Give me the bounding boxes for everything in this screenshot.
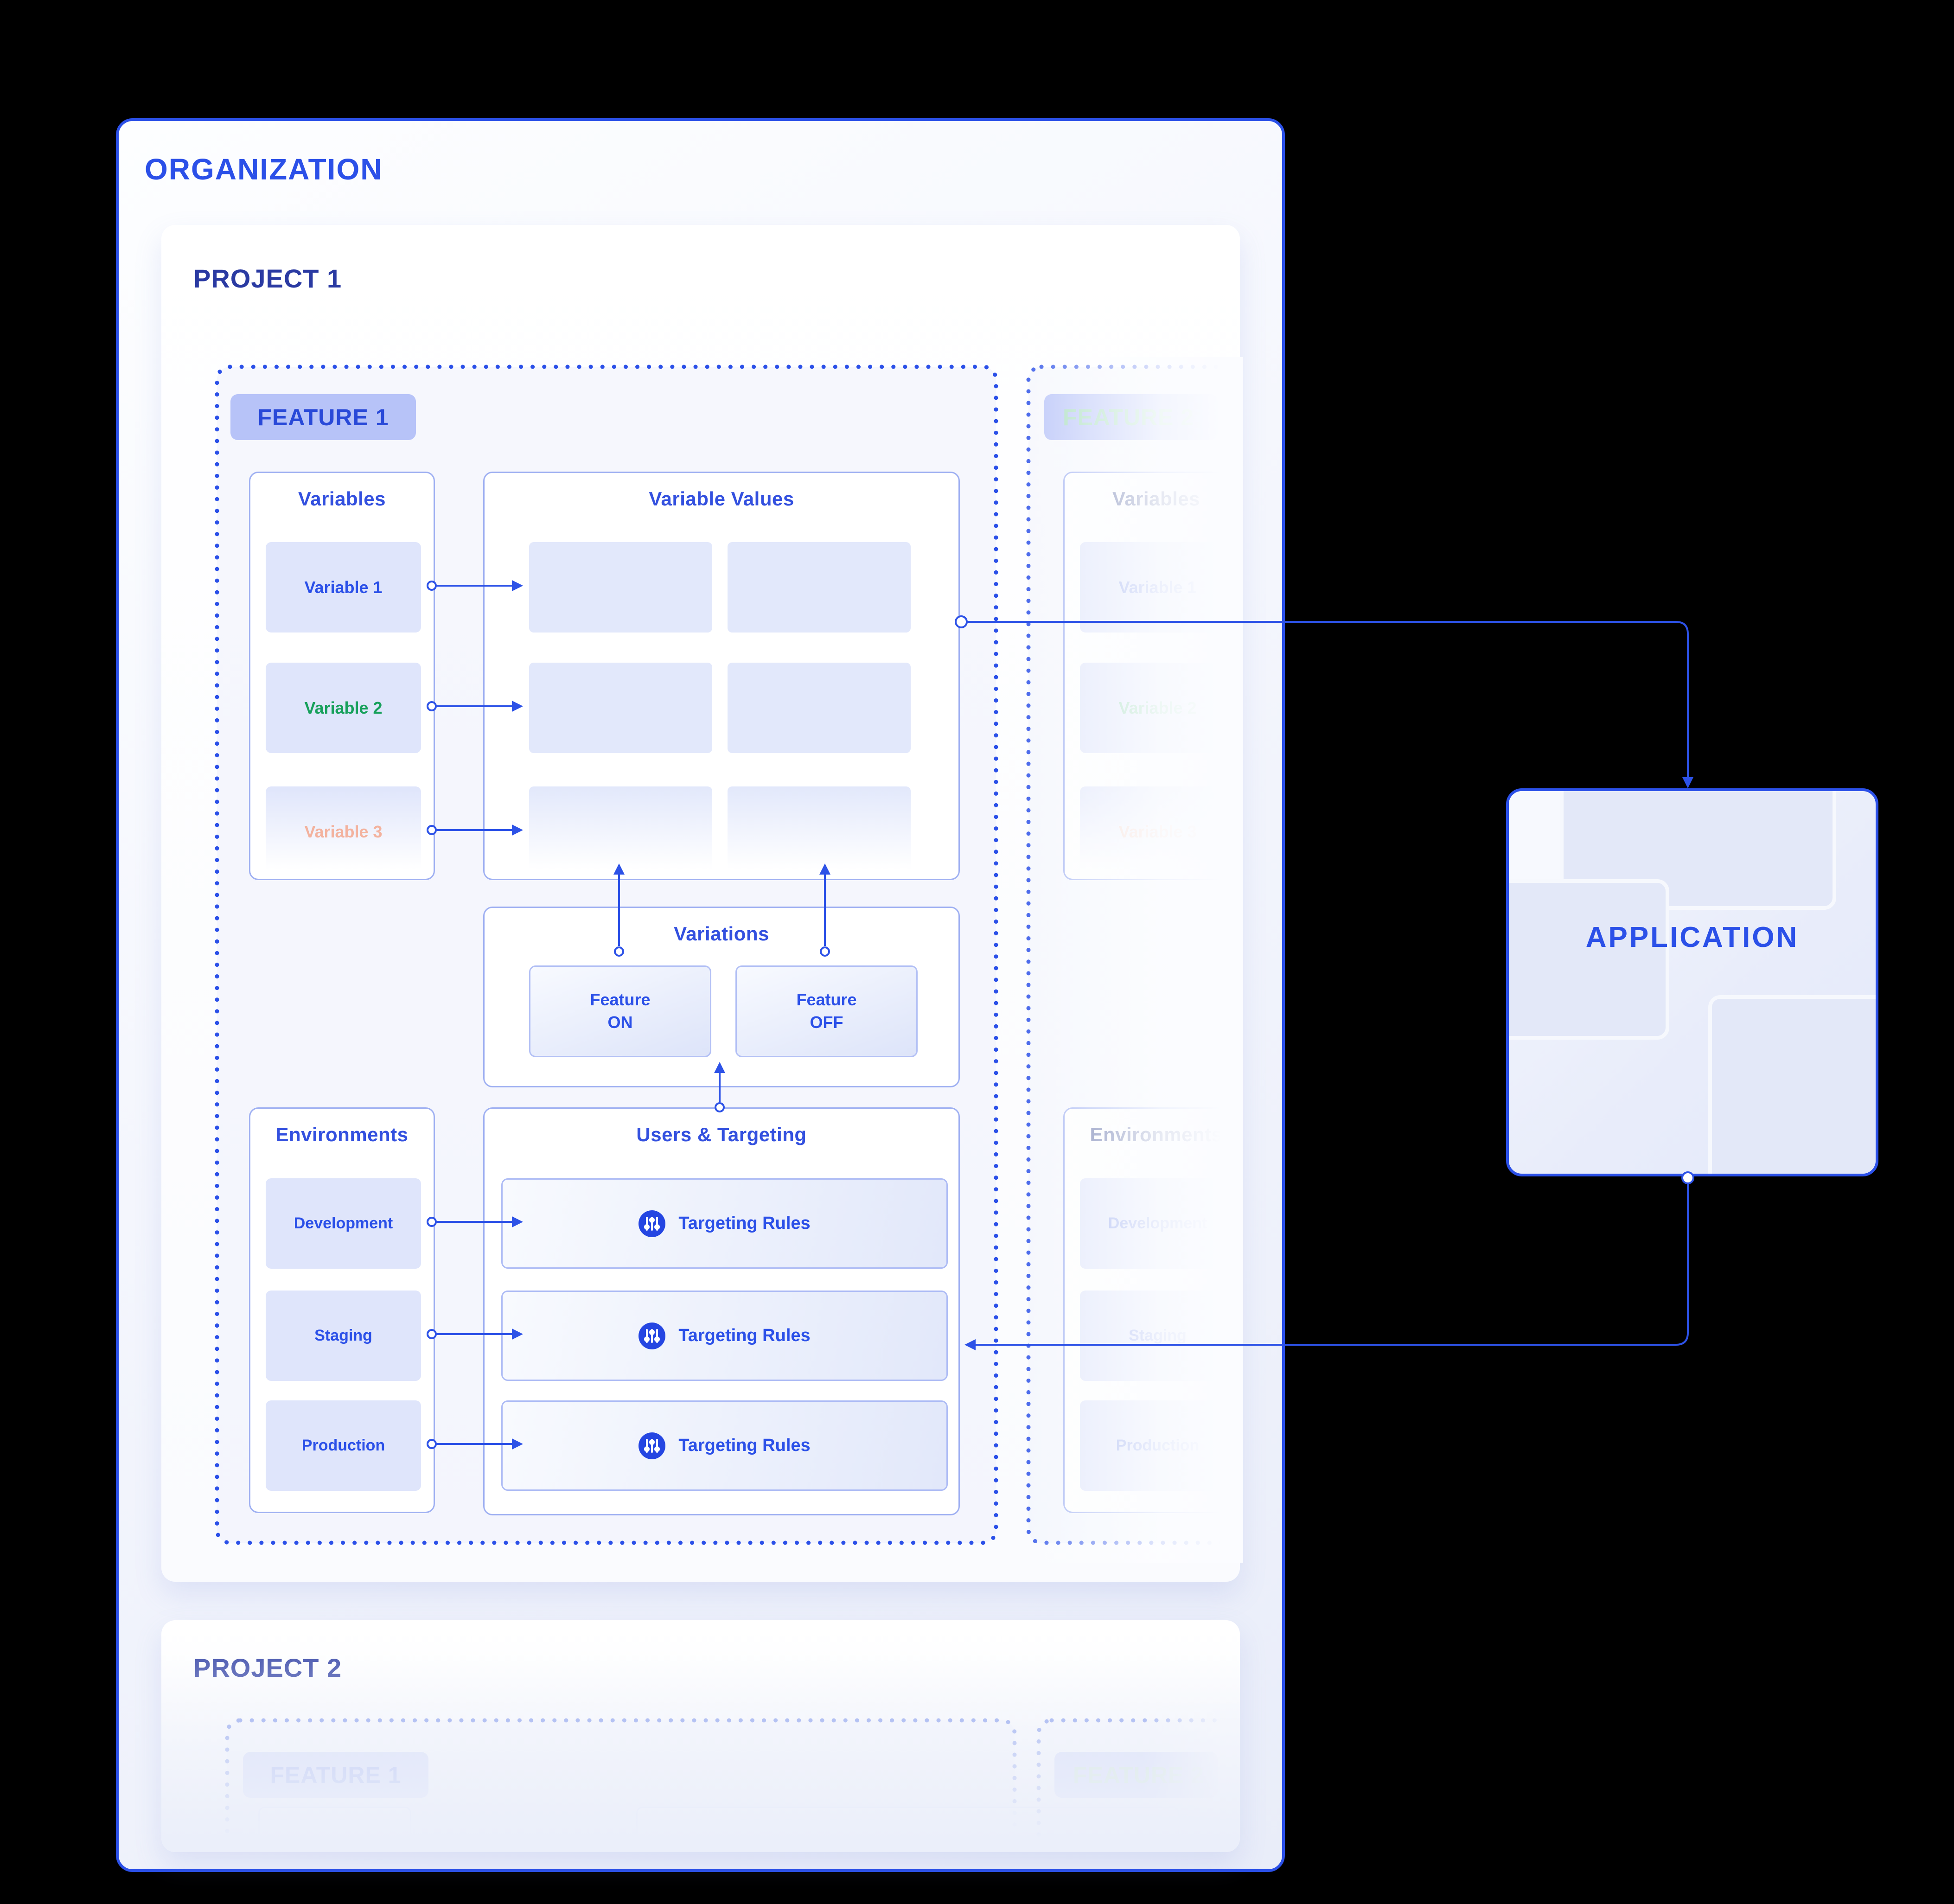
- feature-off-line2: OFF: [810, 1013, 843, 1032]
- environments-panel: Environments Development Staging Product…: [249, 1107, 435, 1513]
- feature1-pill: FEATURE 1: [230, 394, 416, 440]
- targeting-rules-row: Targeting Rules: [501, 1400, 948, 1491]
- variable-3-box: Variable 3: [266, 786, 421, 877]
- targeting-rules-label: Targeting Rules: [678, 1436, 811, 1455]
- targeting-rules-label: Targeting Rules: [678, 1326, 811, 1345]
- value-cell: [728, 663, 911, 753]
- feature-off-box: Feature OFF: [735, 965, 918, 1057]
- targeting-rules-label: Targeting Rules: [678, 1214, 811, 1233]
- application-decoration: [1708, 995, 1876, 1174]
- users-targeting-title: Users & Targeting: [636, 1124, 807, 1145]
- variable-2-box: Variable 2: [266, 663, 421, 753]
- variable-1-box: Variable 1: [266, 542, 421, 633]
- variable-values-panel: Variable Values: [483, 472, 960, 880]
- targeting-rules-icon: [639, 1210, 666, 1237]
- organization-title: ORGANIZATION: [145, 153, 383, 186]
- application-decoration: [1509, 879, 1669, 1040]
- feature-on-line2: ON: [607, 1013, 633, 1032]
- targeting-rules-row: Targeting Rules: [501, 1178, 948, 1269]
- feature2-fade-overlay: [1025, 357, 1243, 1563]
- value-cell: [529, 663, 712, 753]
- value-cell: [529, 786, 712, 877]
- project2-bottom-fade: [161, 1648, 1240, 1852]
- variations-title: Variations: [674, 923, 769, 945]
- environment-staging-box: Staging: [266, 1291, 421, 1381]
- project2-card: PROJECT 2 FEATURE 1 FEATURE 2: [161, 1620, 1240, 1852]
- environment-development-box: Development: [266, 1178, 421, 1269]
- value-cell: [728, 786, 911, 877]
- targeting-rules-icon: [639, 1432, 666, 1459]
- value-cell: [529, 542, 712, 633]
- application-title: APPLICATION: [1585, 921, 1799, 953]
- targeting-rules-row: Targeting Rules: [501, 1291, 948, 1381]
- variations-panel: Variations Feature ON Feature OFF: [483, 907, 960, 1087]
- project1-title: PROJECT 1: [193, 264, 342, 293]
- targeting-rules-icon: [639, 1322, 666, 1349]
- value-cell: [728, 542, 911, 633]
- application-box: APPLICATION: [1506, 788, 1878, 1176]
- feature-off-line1: Feature: [796, 990, 857, 1010]
- environments-title: Environments: [275, 1124, 409, 1145]
- feature-on-line1: Feature: [590, 990, 651, 1010]
- variables-title: Variables: [298, 488, 386, 510]
- environment-production-box: Production: [266, 1400, 421, 1491]
- feature-on-box: Feature ON: [529, 965, 711, 1057]
- variables-panel: Variables Variable 1 Variable 2 Variable…: [249, 472, 435, 880]
- users-targeting-panel: Users & Targeting Targeting Rules Target…: [483, 1107, 960, 1515]
- variable-values-title: Variable Values: [649, 488, 794, 510]
